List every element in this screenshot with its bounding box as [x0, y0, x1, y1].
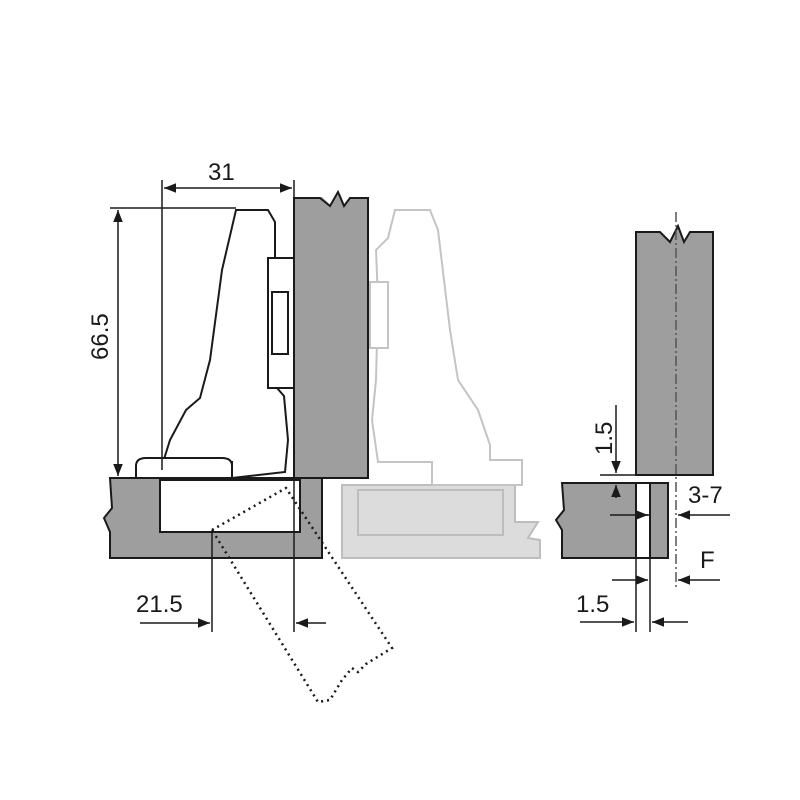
- ghost-hinge-arm: [370, 209, 523, 486]
- hinge-slot: [271, 291, 289, 355]
- label-face-frame-f: F: [700, 547, 715, 574]
- label-gap-1-5: 1.5: [591, 422, 618, 455]
- dimension-lines: [110, 180, 730, 632]
- label-width-31: 31: [208, 159, 235, 186]
- detail-face-frame-gap: [635, 482, 651, 559]
- label-offset-21-5: 21.5: [136, 591, 183, 618]
- ghost-cabinet-side: [341, 484, 541, 559]
- detail-door-panel: [635, 223, 714, 476]
- ghost-cup-recess: [357, 489, 504, 536]
- label-height-66-5: 66.5: [87, 313, 114, 360]
- overlay-detail: [554, 212, 714, 590]
- opened-door-outline: [210, 486, 394, 704]
- cup-recess: [159, 479, 301, 533]
- hinge-base-plate: [135, 457, 233, 479]
- ghost-hinge-plate: [369, 281, 389, 349]
- main-hinge-assembly: [102, 189, 394, 704]
- detail-cabinet-side: [554, 482, 669, 559]
- label-edge-1-5: 1.5: [576, 591, 609, 618]
- label-overlay-3-7: 3-7: [688, 482, 723, 509]
- door-panel: [293, 189, 369, 479]
